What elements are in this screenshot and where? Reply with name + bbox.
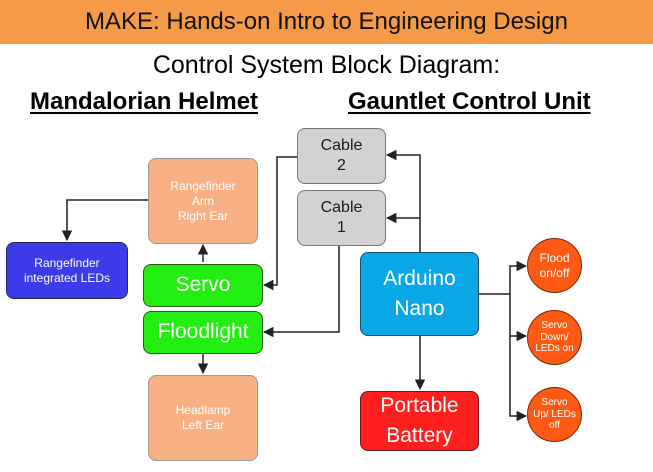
- flood-toggle-label: Flood on/off: [539, 251, 570, 280]
- portable-battery-label: Portable Battery: [380, 393, 459, 447]
- servo-up-label: Servo Up/ LEDs off: [533, 397, 576, 432]
- rangefinder-leds-block: Rangefinder integrated LEDs: [6, 242, 128, 299]
- arrow-arduino-to-cable2: [385, 149, 421, 252]
- servo-down-switch: Servo Down/ LEDs on: [527, 310, 582, 365]
- arrow-cable1-to-floodlight: [262, 246, 340, 338]
- headlamp-block: Headlamp Left Ear: [148, 375, 258, 461]
- arrow-arm-to-leds: [61, 199, 148, 242]
- arduino-nano-block: Arduino Nano: [360, 252, 479, 336]
- servo-block: Servo: [143, 264, 263, 307]
- headlamp-label: Headlamp Left Ear: [175, 403, 231, 432]
- portable-battery-block: Portable Battery: [360, 391, 479, 451]
- floodlight-block: Floodlight: [143, 311, 263, 354]
- arrow-to-servo-up: [509, 336, 528, 422]
- servo-label: Servo: [175, 273, 231, 297]
- floodlight-label: Floodlight: [157, 320, 249, 344]
- cable2-block: Cable 2: [297, 128, 386, 184]
- rangefinder-arm-block: Rangefinder Arm Right Ear: [148, 158, 258, 244]
- servo-up-switch: Servo Up/ LEDs off: [527, 387, 582, 442]
- cable2-label: Cable 2: [320, 137, 363, 174]
- arrow-to-servo-down: [509, 294, 528, 342]
- arrow-cable2-to-servo: [262, 156, 297, 291]
- flood-toggle-switch: Flood on/off: [527, 238, 582, 293]
- banner-title: MAKE: Hands-on Intro to Engineering Desi…: [85, 8, 568, 35]
- banner: MAKE: Hands-on Intro to Engineering Desi…: [0, 0, 653, 44]
- cable1-label: Cable 1: [320, 199, 363, 236]
- diagram-title: Control System Block Diagram:: [152, 51, 501, 79]
- arduino-nano-label: Arduino Nano: [383, 266, 456, 320]
- rangefinder-leds-label: Rangefinder integrated LEDs: [23, 255, 111, 285]
- rangefinder-arm-label: Rangefinder Arm Right Ear: [170, 178, 236, 223]
- section-heading-helmet: Mandalorian Helmet: [30, 88, 259, 115]
- section-heading-gauntlet: Gauntlet Control Unit: [348, 88, 591, 115]
- cable1-block: Cable 1: [297, 190, 386, 246]
- arrow-arduino-to-switches: [479, 260, 528, 295]
- servo-down-label: Servo Down/ LEDs on: [535, 320, 574, 355]
